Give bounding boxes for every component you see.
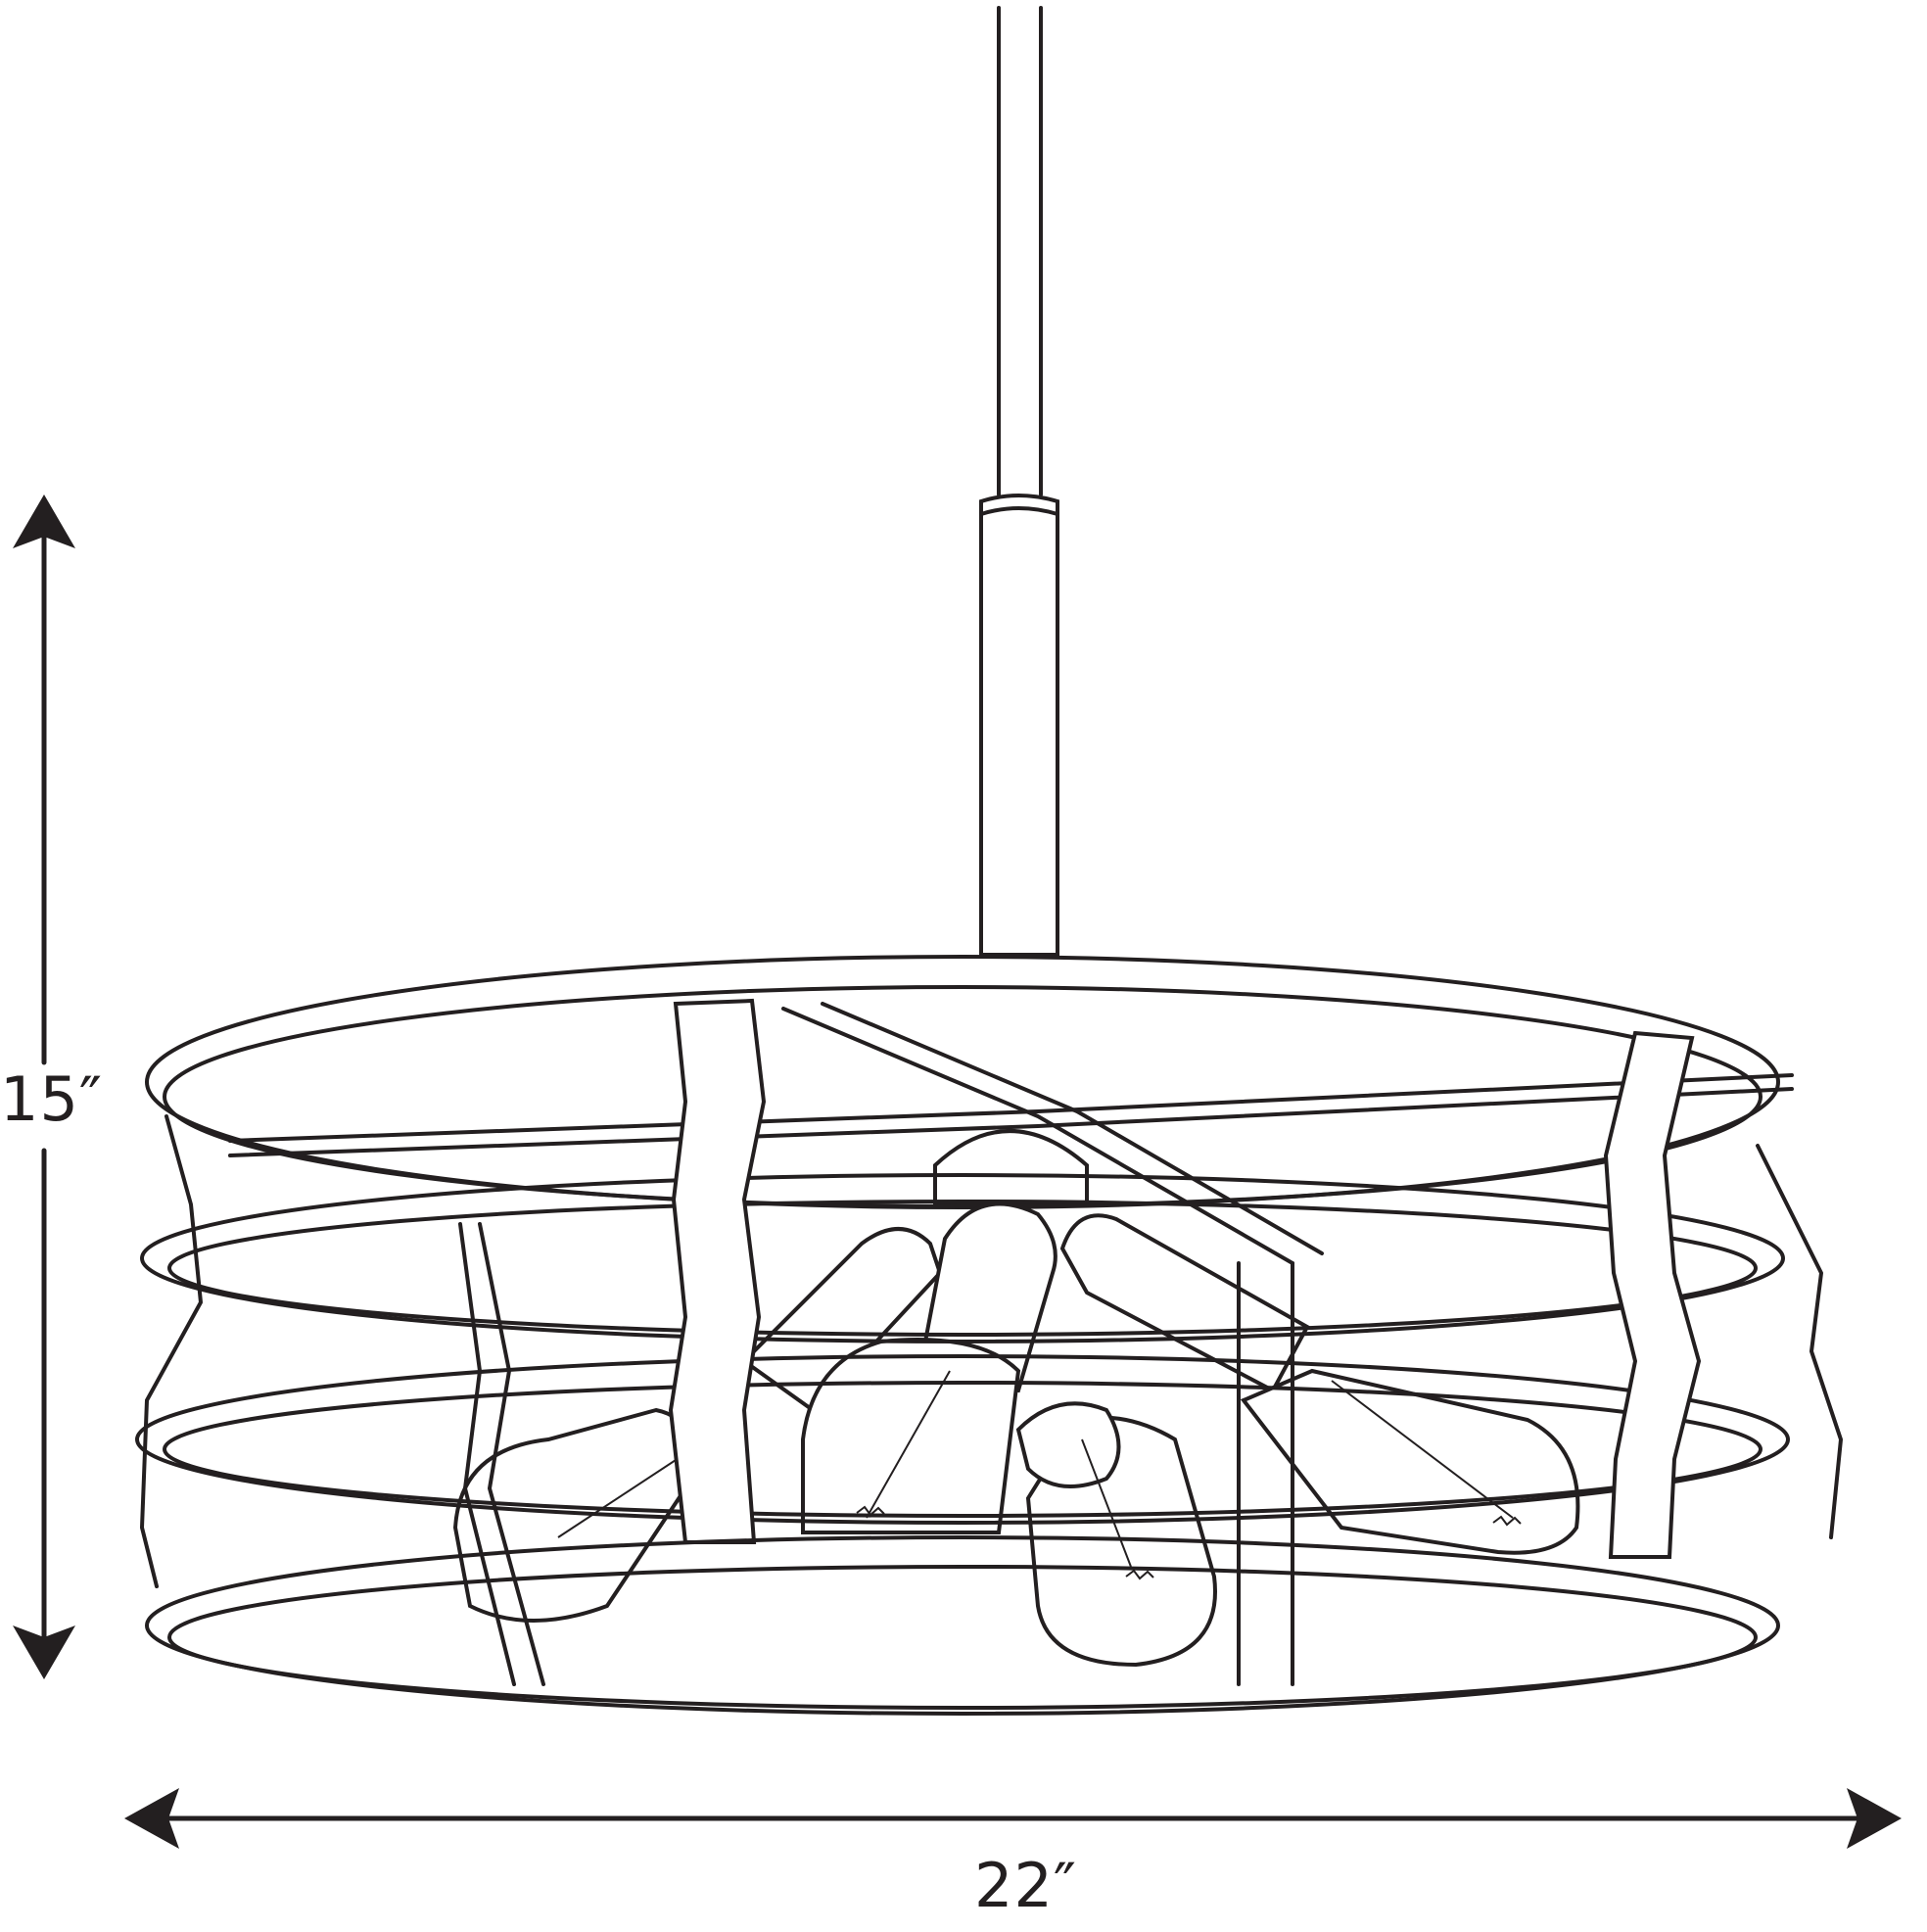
cage-bars <box>140 998 1843 1686</box>
arrow-left-icon <box>124 1788 179 1849</box>
width-dimension-label: 22″ <box>974 1850 1078 1921</box>
width-dimension-arrow <box>124 1788 1902 1849</box>
second-ring <box>140 1173 1785 1343</box>
downrod <box>979 6 1059 957</box>
third-ring <box>135 1354 1790 1525</box>
height-dimension-arrow <box>13 495 75 1679</box>
bulb-2 <box>801 1338 1021 1534</box>
height-dimension-label: 15″ <box>0 1063 104 1135</box>
arrow-right-icon <box>1847 1788 1902 1849</box>
arrow-up-icon <box>13 495 75 548</box>
arrow-down-icon <box>13 1626 75 1679</box>
bulb-5 <box>1015 1401 1121 1488</box>
bottom-ring <box>145 1535 1780 1716</box>
socket-3 <box>1059 1213 1310 1393</box>
cross-arms <box>228 1002 1794 1265</box>
socket-1 <box>740 1227 943 1413</box>
